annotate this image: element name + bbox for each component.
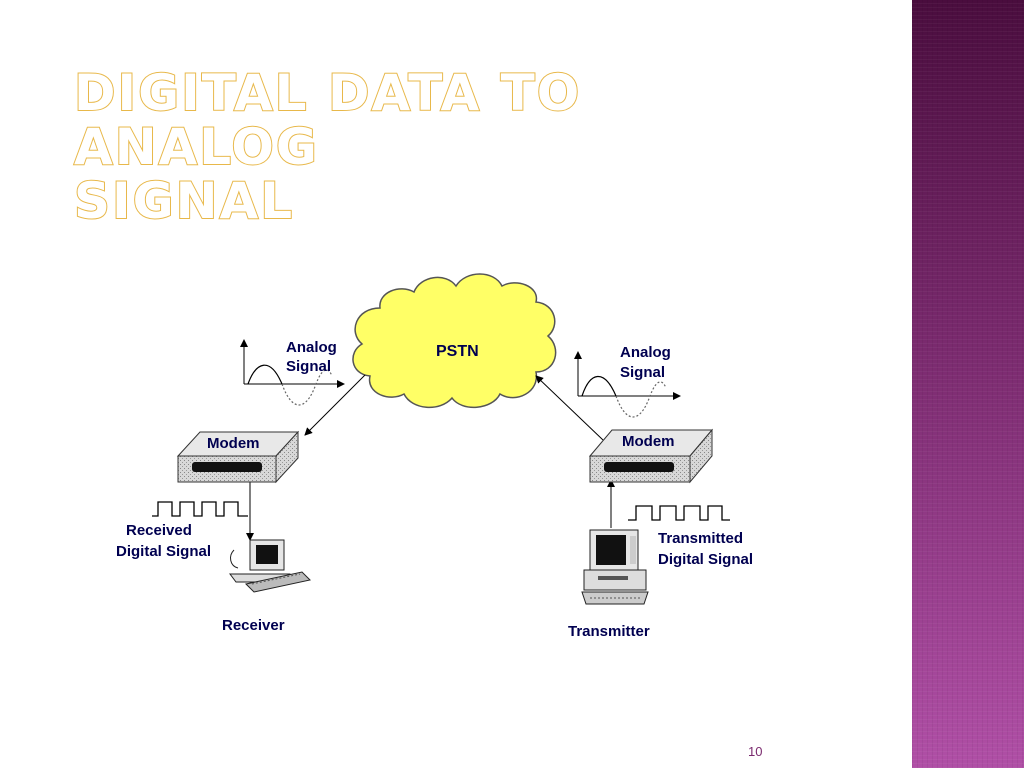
page-number: 10 (748, 744, 763, 759)
transmitter-computer-icon: Transmitter (568, 529, 650, 640)
right-modem-label: Modem (622, 433, 675, 450)
right-modem-to-cloud-arrow (535, 375, 604, 441)
slide-title: Digital Data to Analog Signal (73, 64, 834, 230)
decorative-side-bar (912, 0, 1024, 768)
right-modem: Modem (588, 428, 714, 484)
cloud-to-left-modem-arrow (304, 374, 366, 436)
pstn-cloud: PSTN (352, 273, 557, 409)
right-digital-label-line-2: Digital Signal (658, 551, 753, 568)
right-analog-signal-graph: Analog Signal (574, 344, 681, 418)
left-analog-label-line-2: Signal (286, 358, 331, 375)
receiver-label: Receiver (222, 617, 285, 634)
right-analog-label-line-2: Signal (620, 364, 665, 381)
left-digital-label-line-1: Received (126, 522, 192, 539)
left-digital-signal: Received Digital Signal (116, 501, 248, 560)
right-analog-label-line-1: Analog (620, 344, 671, 361)
right-digital-label-line-1: Transmitted (658, 530, 743, 547)
right-digital-signal: Transmitted Digital Signal (628, 505, 753, 568)
left-digital-label-line-2: Digital Signal (116, 543, 211, 560)
left-modem: Modem (176, 430, 300, 484)
left-modem-label: Modem (207, 435, 260, 452)
slide-title-line-2: Signal (73, 172, 295, 230)
receiver-computer-icon: Receiver (222, 539, 312, 634)
pstn-label: PSTN (436, 343, 479, 360)
left-analog-label-line-1: Analog (286, 339, 337, 356)
transmitter-label: Transmitter (568, 623, 650, 640)
slide-title-line-1: Digital Data to Analog (73, 64, 582, 176)
left-analog-signal-graph: Analog Signal (240, 339, 345, 406)
